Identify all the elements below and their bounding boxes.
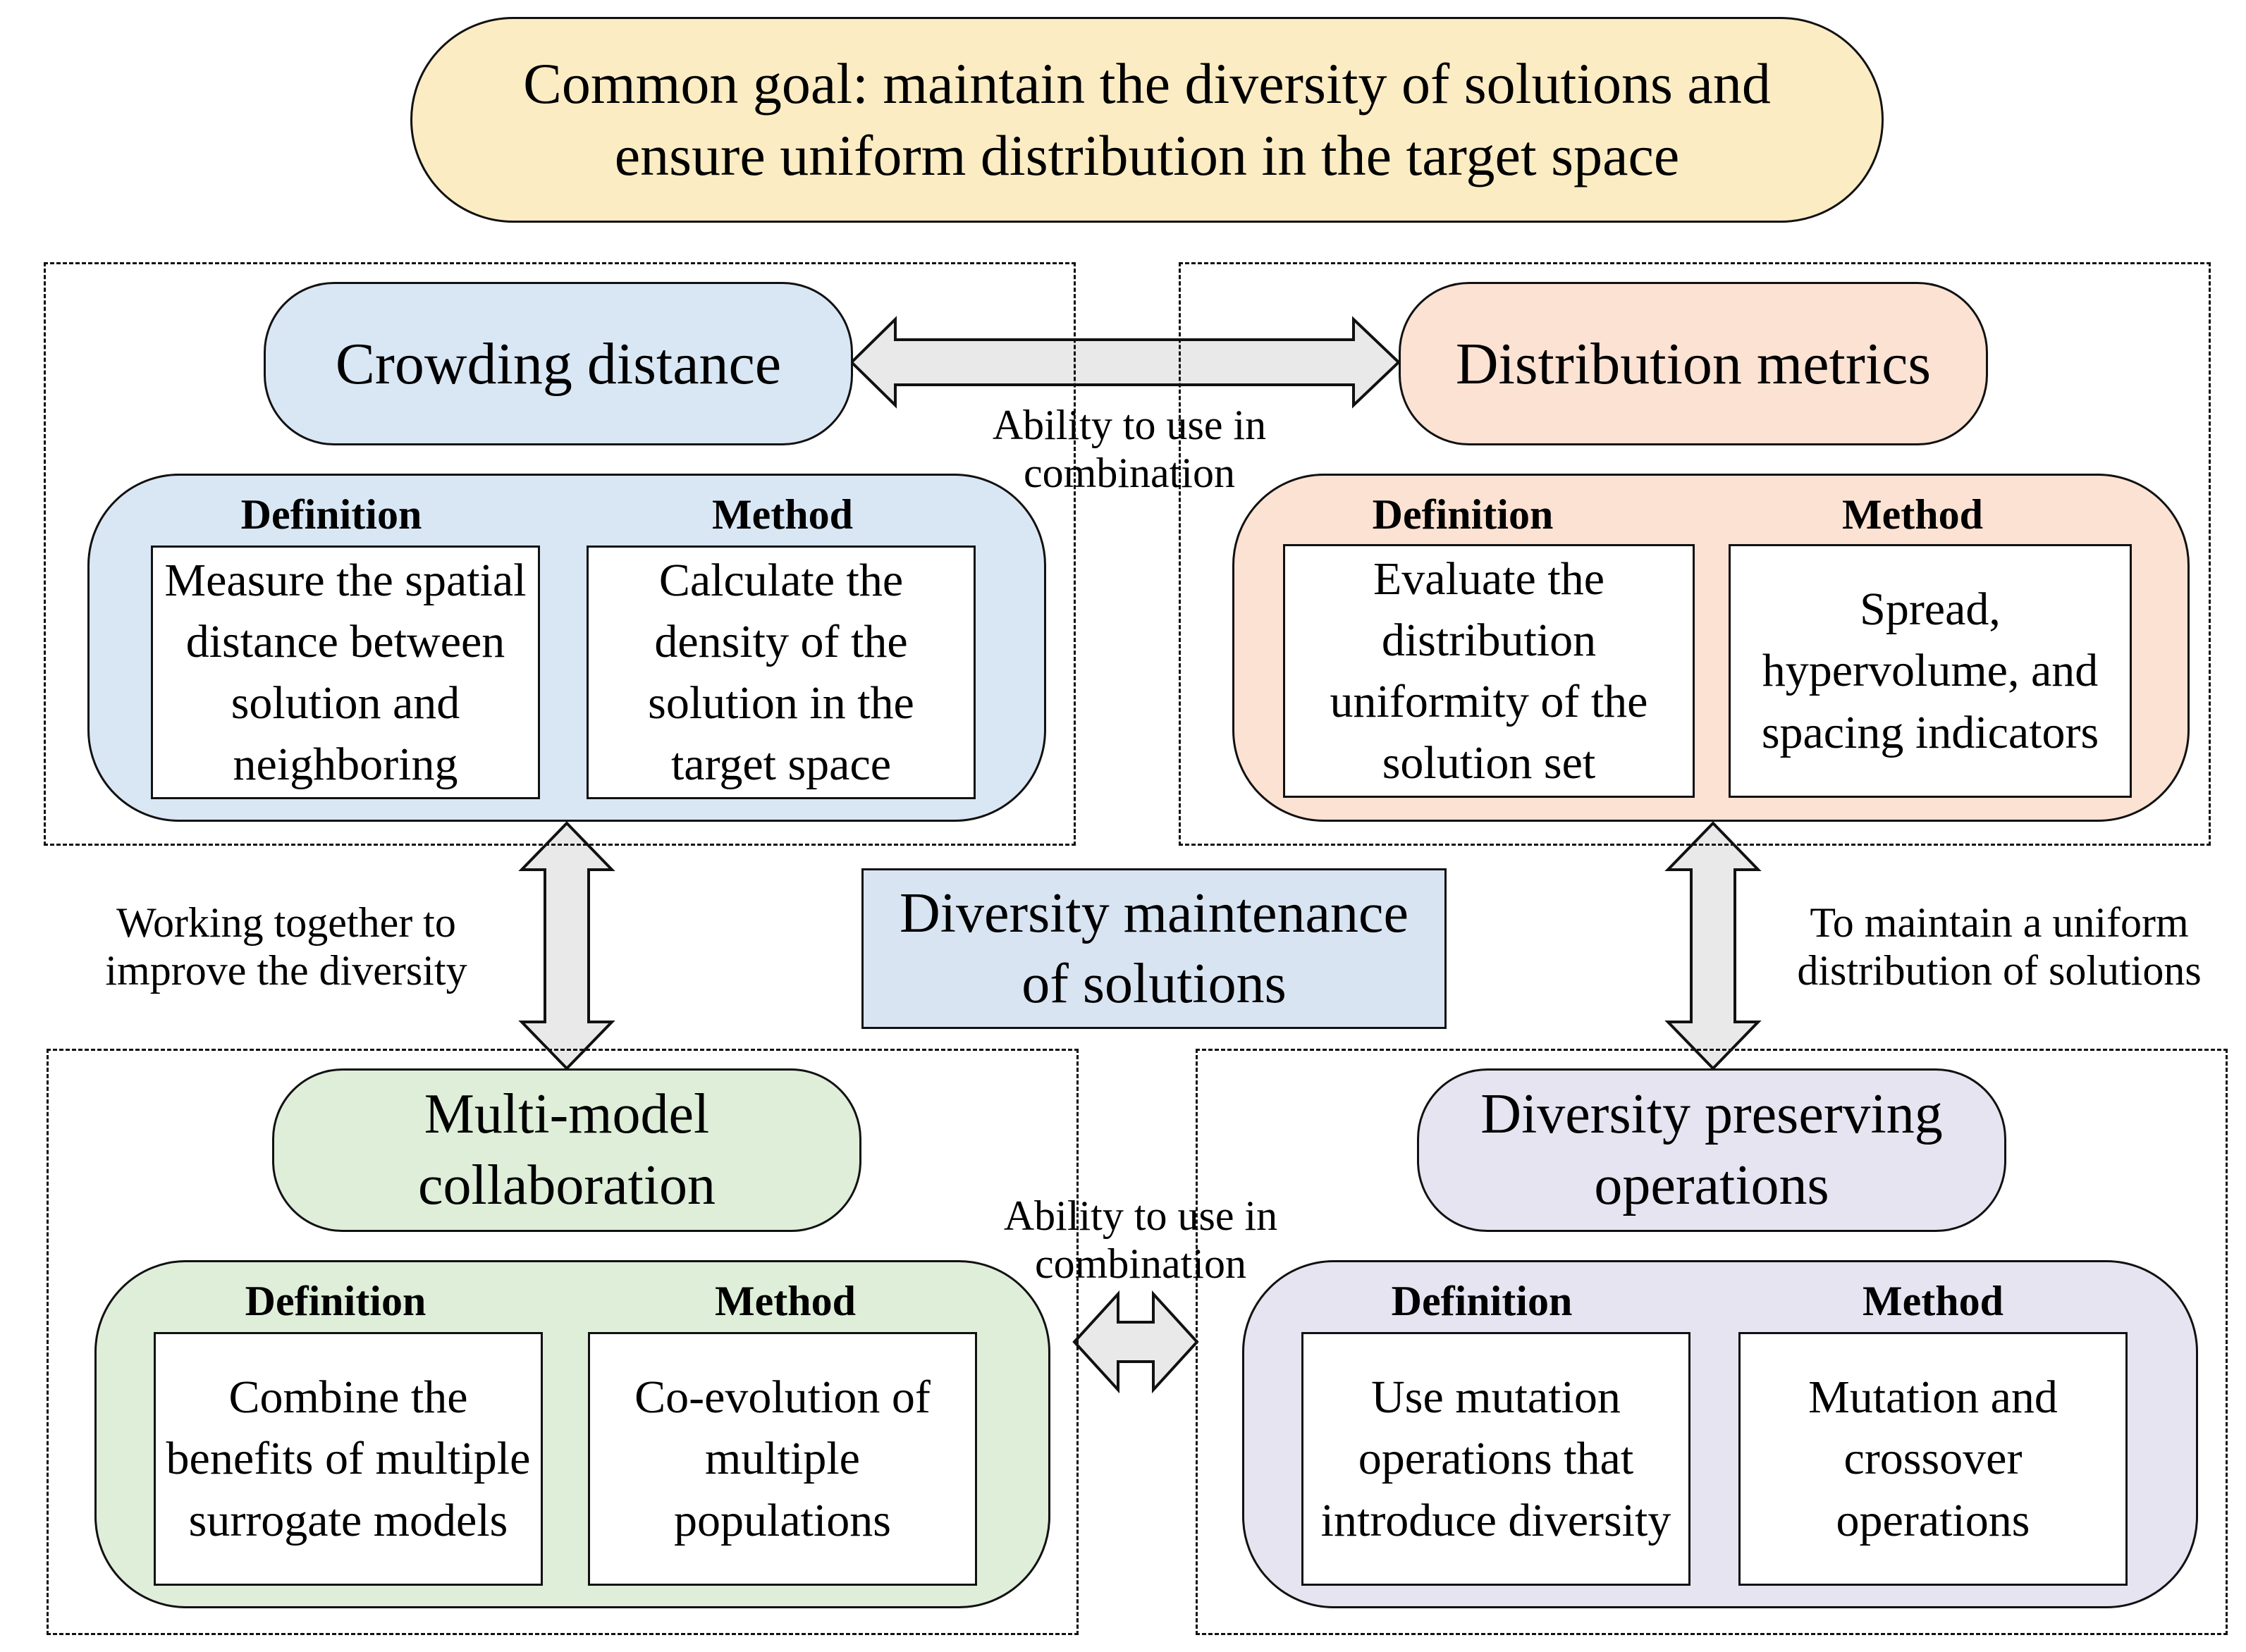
- top-combination-label: Ability to use in combination: [918, 402, 1341, 498]
- diversity-preserving-definition-box: Use mutation operations that introduce d…: [1301, 1332, 1690, 1586]
- distribution-definition-heading: Definition: [1372, 491, 1554, 538]
- distribution-definition-box: Evaluate the distribution uniformity of …: [1283, 544, 1695, 798]
- center-diversity-maintenance: Diversity maintenance of solutions: [861, 868, 1447, 1029]
- center-line-2: of solutions: [1021, 953, 1287, 1015]
- crowding-distance-title-text: Crowding distance: [335, 331, 782, 397]
- group-multi-model: [47, 1049, 1079, 1635]
- common-goal-banner: Common goal: maintain the diversity of s…: [410, 17, 1884, 223]
- multi-model-definition-heading: Definition: [245, 1278, 427, 1324]
- crowding-distance-title: Crowding distance: [264, 282, 853, 445]
- multi-model-title-line-1: Multi-model: [424, 1083, 710, 1146]
- group-crowding-distance: [44, 262, 1076, 846]
- diversity-preserving-title-line-1: Diversity preserving: [1480, 1083, 1943, 1146]
- group-distribution-metrics: [1179, 262, 2211, 846]
- double-arrow-left: [518, 821, 615, 1071]
- goal-line-2: ensure uniform distribution in the targe…: [614, 123, 1680, 187]
- left-connector-line-1: Working together to: [116, 899, 456, 946]
- right-connector-line-1: To maintain a uniform: [1810, 899, 2189, 946]
- diversity-preserving-method-box: Mutation and crossover operations: [1738, 1332, 2128, 1586]
- crowding-method-heading: Method: [712, 491, 853, 538]
- left-connector-label: Working together to improve the diversit…: [68, 899, 505, 995]
- double-arrow-right: [1664, 821, 1762, 1071]
- crowding-method-box: Calculate the density of the solution in…: [587, 545, 976, 799]
- diversity-preserving-title: Diversity preserving operations: [1417, 1068, 2006, 1232]
- crowding-definition-heading: Definition: [240, 491, 422, 538]
- distribution-method-heading: Method: [1842, 491, 1983, 538]
- right-connector-line-2: distribution of solutions: [1797, 947, 2202, 994]
- diversity-preserving-title-line-2: operations: [1594, 1154, 1829, 1216]
- distribution-method-box: Spread, hypervolume, and spacing indicat…: [1729, 544, 2132, 798]
- multi-model-title: Multi-model collaboration: [272, 1068, 861, 1232]
- multi-model-definition-box: Combine the benefits of multiple surroga…: [154, 1332, 543, 1586]
- distribution-metrics-title: Distribution metrics: [1399, 282, 1988, 445]
- right-connector-label: To maintain a uniform distribution of so…: [1774, 899, 2225, 995]
- bottom-combination-line-1: Ability to use in: [1003, 1192, 1278, 1239]
- top-combination-line-2: combination: [1024, 449, 1235, 496]
- diversity-preserving-method-heading: Method: [1863, 1278, 2003, 1324]
- diversity-preserving-definition-heading: Definition: [1391, 1278, 1573, 1324]
- bottom-combination-label: Ability to use in combination: [929, 1192, 1352, 1288]
- bottom-combination-line-2: combination: [1035, 1240, 1246, 1287]
- distribution-metrics-title-text: Distribution metrics: [1455, 331, 1932, 397]
- center-line-1: Diversity maintenance: [900, 882, 1409, 944]
- left-connector-line-2: improve the diversity: [105, 947, 467, 994]
- multi-model-title-line-2: collaboration: [417, 1154, 716, 1216]
- multi-model-method-heading: Method: [715, 1278, 856, 1324]
- top-combination-line-1: Ability to use in: [992, 402, 1267, 448]
- crowding-definition-box: Measure the spatial distance between sol…: [151, 545, 540, 799]
- group-diversity-preserving: [1196, 1049, 2228, 1635]
- goal-line-1: Common goal: maintain the diversity of s…: [523, 51, 1771, 116]
- multi-model-method-box: Co-evolution of multiple populations: [588, 1332, 977, 1586]
- double-arrow-bottom: [1072, 1290, 1199, 1394]
